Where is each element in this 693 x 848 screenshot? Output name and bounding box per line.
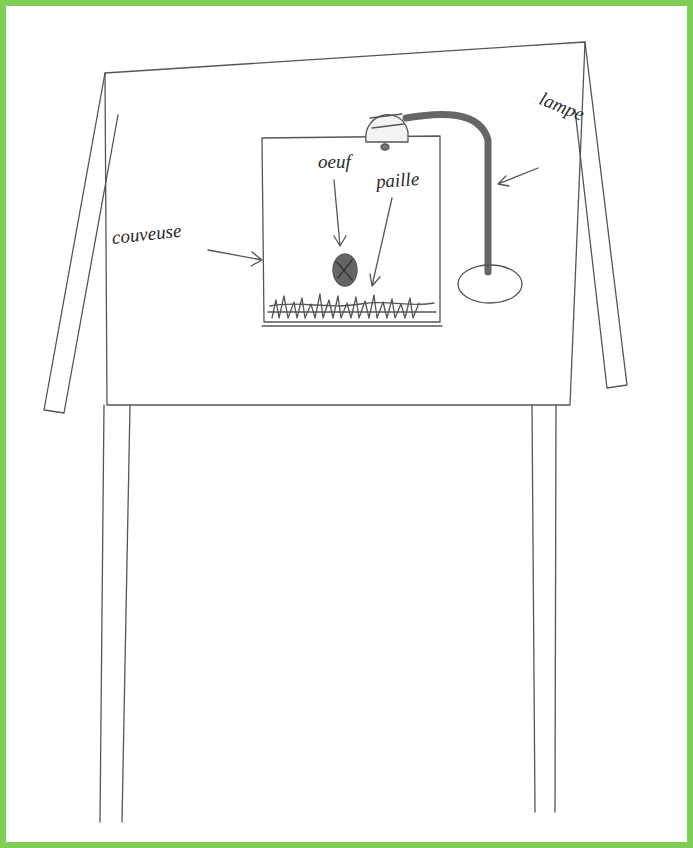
- part-label: paille: [375, 169, 420, 193]
- lamp-base: [458, 265, 522, 303]
- leader-arrow: [208, 250, 262, 266]
- left-leg: [100, 405, 130, 822]
- egg-marks: [337, 260, 352, 280]
- lamp-stripes: [370, 114, 404, 128]
- frame-border: [3, 3, 690, 845]
- part-label: oeuf: [318, 152, 351, 173]
- leader-arrow: [498, 168, 538, 186]
- part-label: lampe: [536, 89, 587, 126]
- lamp-shade: [366, 115, 408, 142]
- right-flap: [575, 42, 627, 388]
- right-leg: [532, 405, 556, 812]
- part-label: couveuse: [111, 221, 182, 249]
- lamp-arm: [406, 114, 488, 272]
- display-board: [105, 42, 585, 405]
- straw-lines: [268, 302, 436, 312]
- leader-arrow: [334, 180, 346, 246]
- incubator-box: [262, 136, 440, 322]
- leader-arrow: [370, 198, 392, 286]
- egg: [333, 254, 357, 286]
- box-base: [262, 325, 442, 326]
- left-flap: [44, 73, 118, 413]
- lamp-bulb: [381, 144, 389, 150]
